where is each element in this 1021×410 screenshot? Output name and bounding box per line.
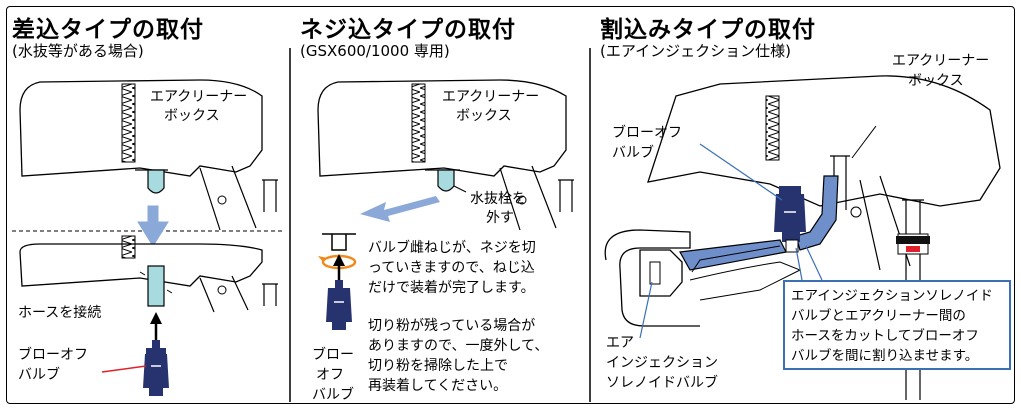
drain-fitting [147, 169, 165, 194]
callout-line: バルブを間に割り込ませます。 [791, 348, 979, 364]
callout-line: ホースをカットしてブローオフ [791, 328, 979, 344]
panel3-valve-label-2: バルブ [612, 145, 654, 161]
panel2-subtitle: (GSX600/1000 専用) [300, 42, 450, 60]
panel2-title: ネジ込タイプの取付 [300, 17, 516, 43]
panel2-valve-label-2: オフ [316, 367, 344, 383]
thread-note-line: っていきますので、ねじ込 [368, 260, 535, 276]
solenoid-label-3: ソレノイドバルブ [606, 375, 718, 391]
leader-line [101, 365, 147, 373]
thread-note: バルブ雌ねじが、ネジを切 っていきますので、ねじ込 だけで装着が完了します。 [368, 238, 536, 298]
chips-note-line: 切り粉が残っている場合が [368, 318, 536, 334]
panel1-drawing [12, 79, 284, 396]
chips-note: 切り粉が残っている場合が ありますので、一度外して、 切り粉を掃除した上で 再装… [368, 316, 548, 396]
panel2-valve-label-3: バルブ [312, 387, 354, 403]
blowoff-valve-1 [143, 340, 169, 396]
hose-connect-label: ホースを接続 [18, 305, 102, 321]
drain-plug-label-2: 外す [486, 210, 514, 226]
panel2-airbox-label-1: エアクリーナー [442, 89, 540, 105]
panel1-valve-label-1: ブローオフ [18, 347, 88, 363]
intercept-callout: エアインジェクションソレノイド バルブとエアクリーナー間の ホースをカットしてブ… [783, 280, 1011, 370]
panel1-airbox-label-2: ボックス [164, 108, 220, 124]
drain-plug-label-1: 水抜栓を [470, 191, 526, 207]
panel1-airbox-label-1: エアクリーナー [150, 89, 248, 105]
panel2-valve-label-1: ブロー [312, 347, 354, 363]
threaded-boss [322, 233, 356, 251]
thread-note-line: バルブ雌ねじが、ネジを切 [368, 240, 536, 256]
blowoff-valve-2 [326, 280, 352, 330]
panel3-airbox-label-1: エアクリーナー [892, 53, 990, 69]
chips-note-line: 再装着してください。 [368, 378, 508, 394]
chips-note-line: 切り粉を掃除した上で [368, 358, 508, 374]
panel1-valve-label-2: バルブ [18, 367, 60, 383]
panel3-title: 割込みタイプの取付 [600, 17, 816, 43]
callout-line: バルブとエアクリーナー間の [791, 308, 966, 324]
hose [147, 265, 165, 307]
blowoff-valve-3 [774, 186, 806, 242]
thread-note-line: だけで装着が完了します。 [368, 280, 535, 296]
panel3-valve-label-1: ブローオフ [612, 125, 682, 141]
solenoid-label-1: エア [606, 335, 634, 351]
chips-note-line: ありますので、一度外して、 [368, 338, 549, 354]
airbox-upper-2 [317, 79, 567, 177]
callout-line: エアインジェクションソレノイド [791, 288, 993, 304]
panel3-airbox-label-2: ボックス [908, 73, 964, 89]
removal-arrow [360, 196, 440, 222]
airbox-lower [19, 243, 263, 287]
solenoid-label-2: インジェクション [606, 355, 718, 371]
panel2-drawing [317, 79, 574, 330]
airbox-3 [647, 75, 1001, 207]
panel2-airbox-label-2: ボックス [456, 108, 512, 124]
panel1-title: 差込タイプの取付 [12, 17, 204, 43]
filter-element-upper [121, 83, 136, 163]
panel3-drawing [604, 75, 1001, 400]
solenoid-hose-loop [604, 229, 700, 327]
panel3-subtitle: (エアインジェクション仕様) [600, 42, 791, 60]
drain-plug [437, 169, 455, 192]
figure-border [6, 6, 1015, 404]
airbox-upper [19, 79, 263, 177]
panel1-subtitle: (水抜等がある場合) [12, 42, 144, 60]
solenoid-valve [639, 249, 683, 297]
down-arrow [137, 205, 169, 247]
